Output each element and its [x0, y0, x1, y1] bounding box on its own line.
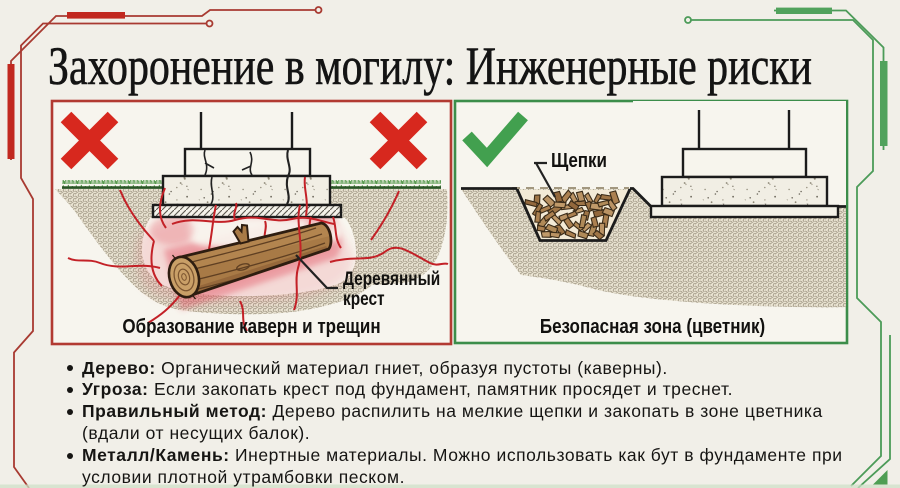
svg-text:Захоронение в могилу: Инженерн: Захоронение в могилу: Инженерные риски: [48, 36, 812, 96]
